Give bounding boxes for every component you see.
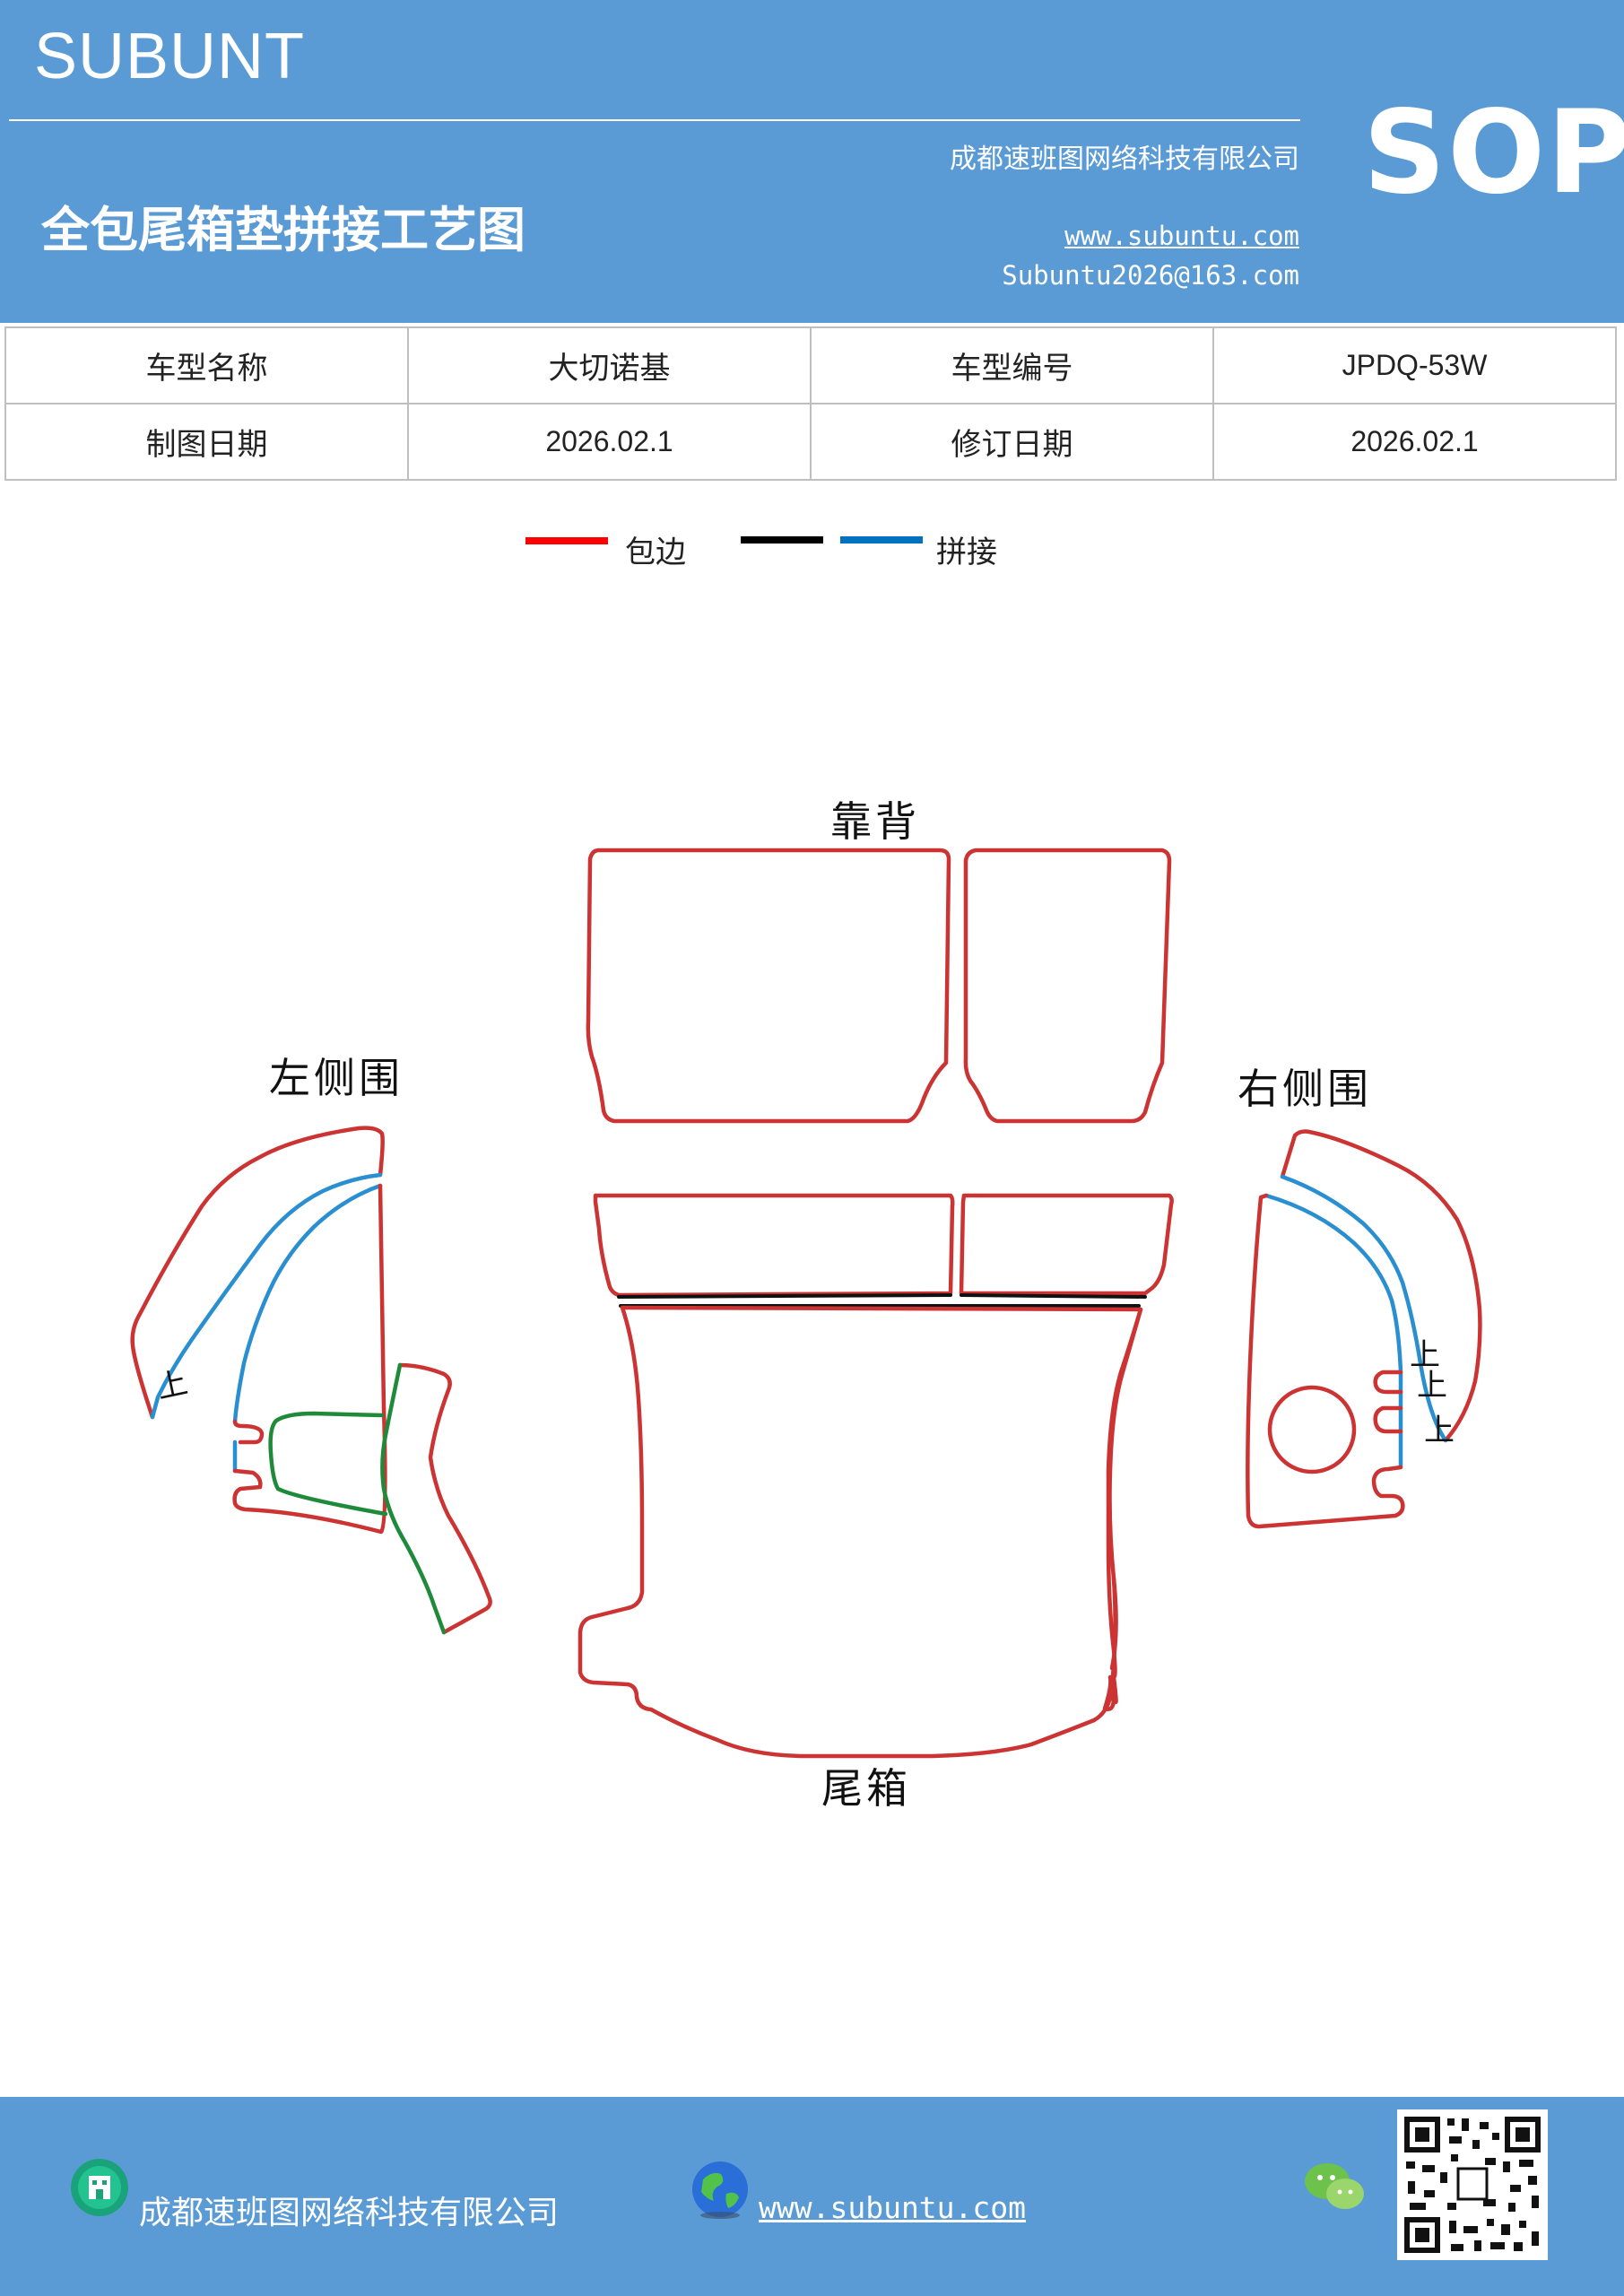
header-divider xyxy=(9,119,1300,121)
sop-badge: SOP xyxy=(1363,86,1624,220)
backrest-left-panel xyxy=(586,848,951,1124)
left-side-bottom xyxy=(232,1405,387,1535)
right-side-tabs xyxy=(1373,1370,1403,1434)
mark-right-up-2: 上 xyxy=(1417,1368,1447,1404)
header-banner: SUBUNT 成都速班图网络科技有限公司 全包尾箱垫拼接工艺图 www.subu… xyxy=(0,0,1624,323)
wechat-icon xyxy=(1305,2163,1364,2209)
mark-right-up-3: 上 xyxy=(1424,1413,1455,1448)
black-seam-upper xyxy=(617,1293,1147,1299)
drawing-date-label: 制图日期 xyxy=(4,403,409,481)
footer-company-name: 成都速班图网络科技有限公司 xyxy=(139,2195,560,2231)
middle-left-strip xyxy=(593,1193,955,1298)
left-side-outer xyxy=(130,1126,385,1420)
right-side-blue-upper xyxy=(1280,1174,1448,1443)
revision-date-value: 2026.02.1 xyxy=(1212,403,1617,481)
left-side-inner xyxy=(232,1183,386,1445)
left-arch-piece xyxy=(397,1362,492,1635)
model-name-value: 大切诺基 xyxy=(407,326,812,404)
backrest-right-panel xyxy=(963,848,1172,1124)
label-left-side: 左侧围 xyxy=(269,1054,404,1102)
header-company-name: 成都速班图网络科技有限公司 xyxy=(950,144,1299,175)
trunk-main-panel xyxy=(620,1305,1143,1711)
mark-right-up-1: 上 xyxy=(1410,1337,1440,1373)
footer-website-link[interactable]: www.subuntu.com xyxy=(759,2190,1027,2225)
footer-banner: 成都速班图网络科技有限公司 www.subuntu.com xyxy=(0,2097,1624,2296)
label-right-side: 右侧围 xyxy=(1238,1065,1372,1113)
vehicle-info-table: 车型名称 大切诺基 车型编号 JPDQ-53W 制图日期 2026.02.1 修… xyxy=(4,326,1617,481)
trunk-main-outline xyxy=(578,1305,1143,1759)
legend-swatch-black xyxy=(741,536,823,544)
model-name-label: 车型名称 xyxy=(4,326,409,404)
left-side-blue-lower xyxy=(232,1183,383,1424)
model-code-label: 车型编号 xyxy=(810,326,1214,404)
right-side-blue-lower xyxy=(1264,1193,1403,1469)
header-email: Subuntu2026@163.com xyxy=(1002,260,1299,291)
drawing-date-value: 2026.02.1 xyxy=(407,403,812,481)
right-side-outer xyxy=(1280,1129,1482,1443)
qr-code xyxy=(1397,2109,1548,2260)
model-code-value: JPDQ-53W xyxy=(1212,326,1617,404)
middle-right-strip xyxy=(959,1193,1174,1296)
header-website-link[interactable]: www.subuntu.com xyxy=(1064,221,1299,251)
brand-name: SUBUNT xyxy=(34,21,306,92)
building-icon xyxy=(71,2159,128,2216)
legend-swatch-blue xyxy=(840,536,923,544)
right-side-inner xyxy=(1246,1193,1405,1529)
legend-label-seam: 拼接 xyxy=(936,535,997,570)
label-trunk: 尾箱 xyxy=(821,1764,911,1813)
revision-date-label: 修订日期 xyxy=(810,403,1214,481)
left-arch-green xyxy=(380,1362,447,1635)
table-row: 车型名称 大切诺基 车型编号 JPDQ-53W xyxy=(4,326,1617,404)
left-side-blue-upper xyxy=(150,1172,383,1420)
legend-swatch-red xyxy=(525,537,608,544)
left-side-green-seam xyxy=(268,1411,388,1517)
label-backrest: 靠背 xyxy=(830,797,920,846)
right-side-circle-cutout xyxy=(1267,1385,1357,1474)
table-row: 制图日期 2026.02.1 修订日期 2026.02.1 xyxy=(4,403,1617,481)
globe-icon xyxy=(692,2161,748,2219)
mark-left-up: 上 xyxy=(153,1365,191,1406)
legend-label-binding: 包边 xyxy=(625,535,686,570)
document-title: 全包尾箱垫拼接工艺图 xyxy=(41,202,525,258)
